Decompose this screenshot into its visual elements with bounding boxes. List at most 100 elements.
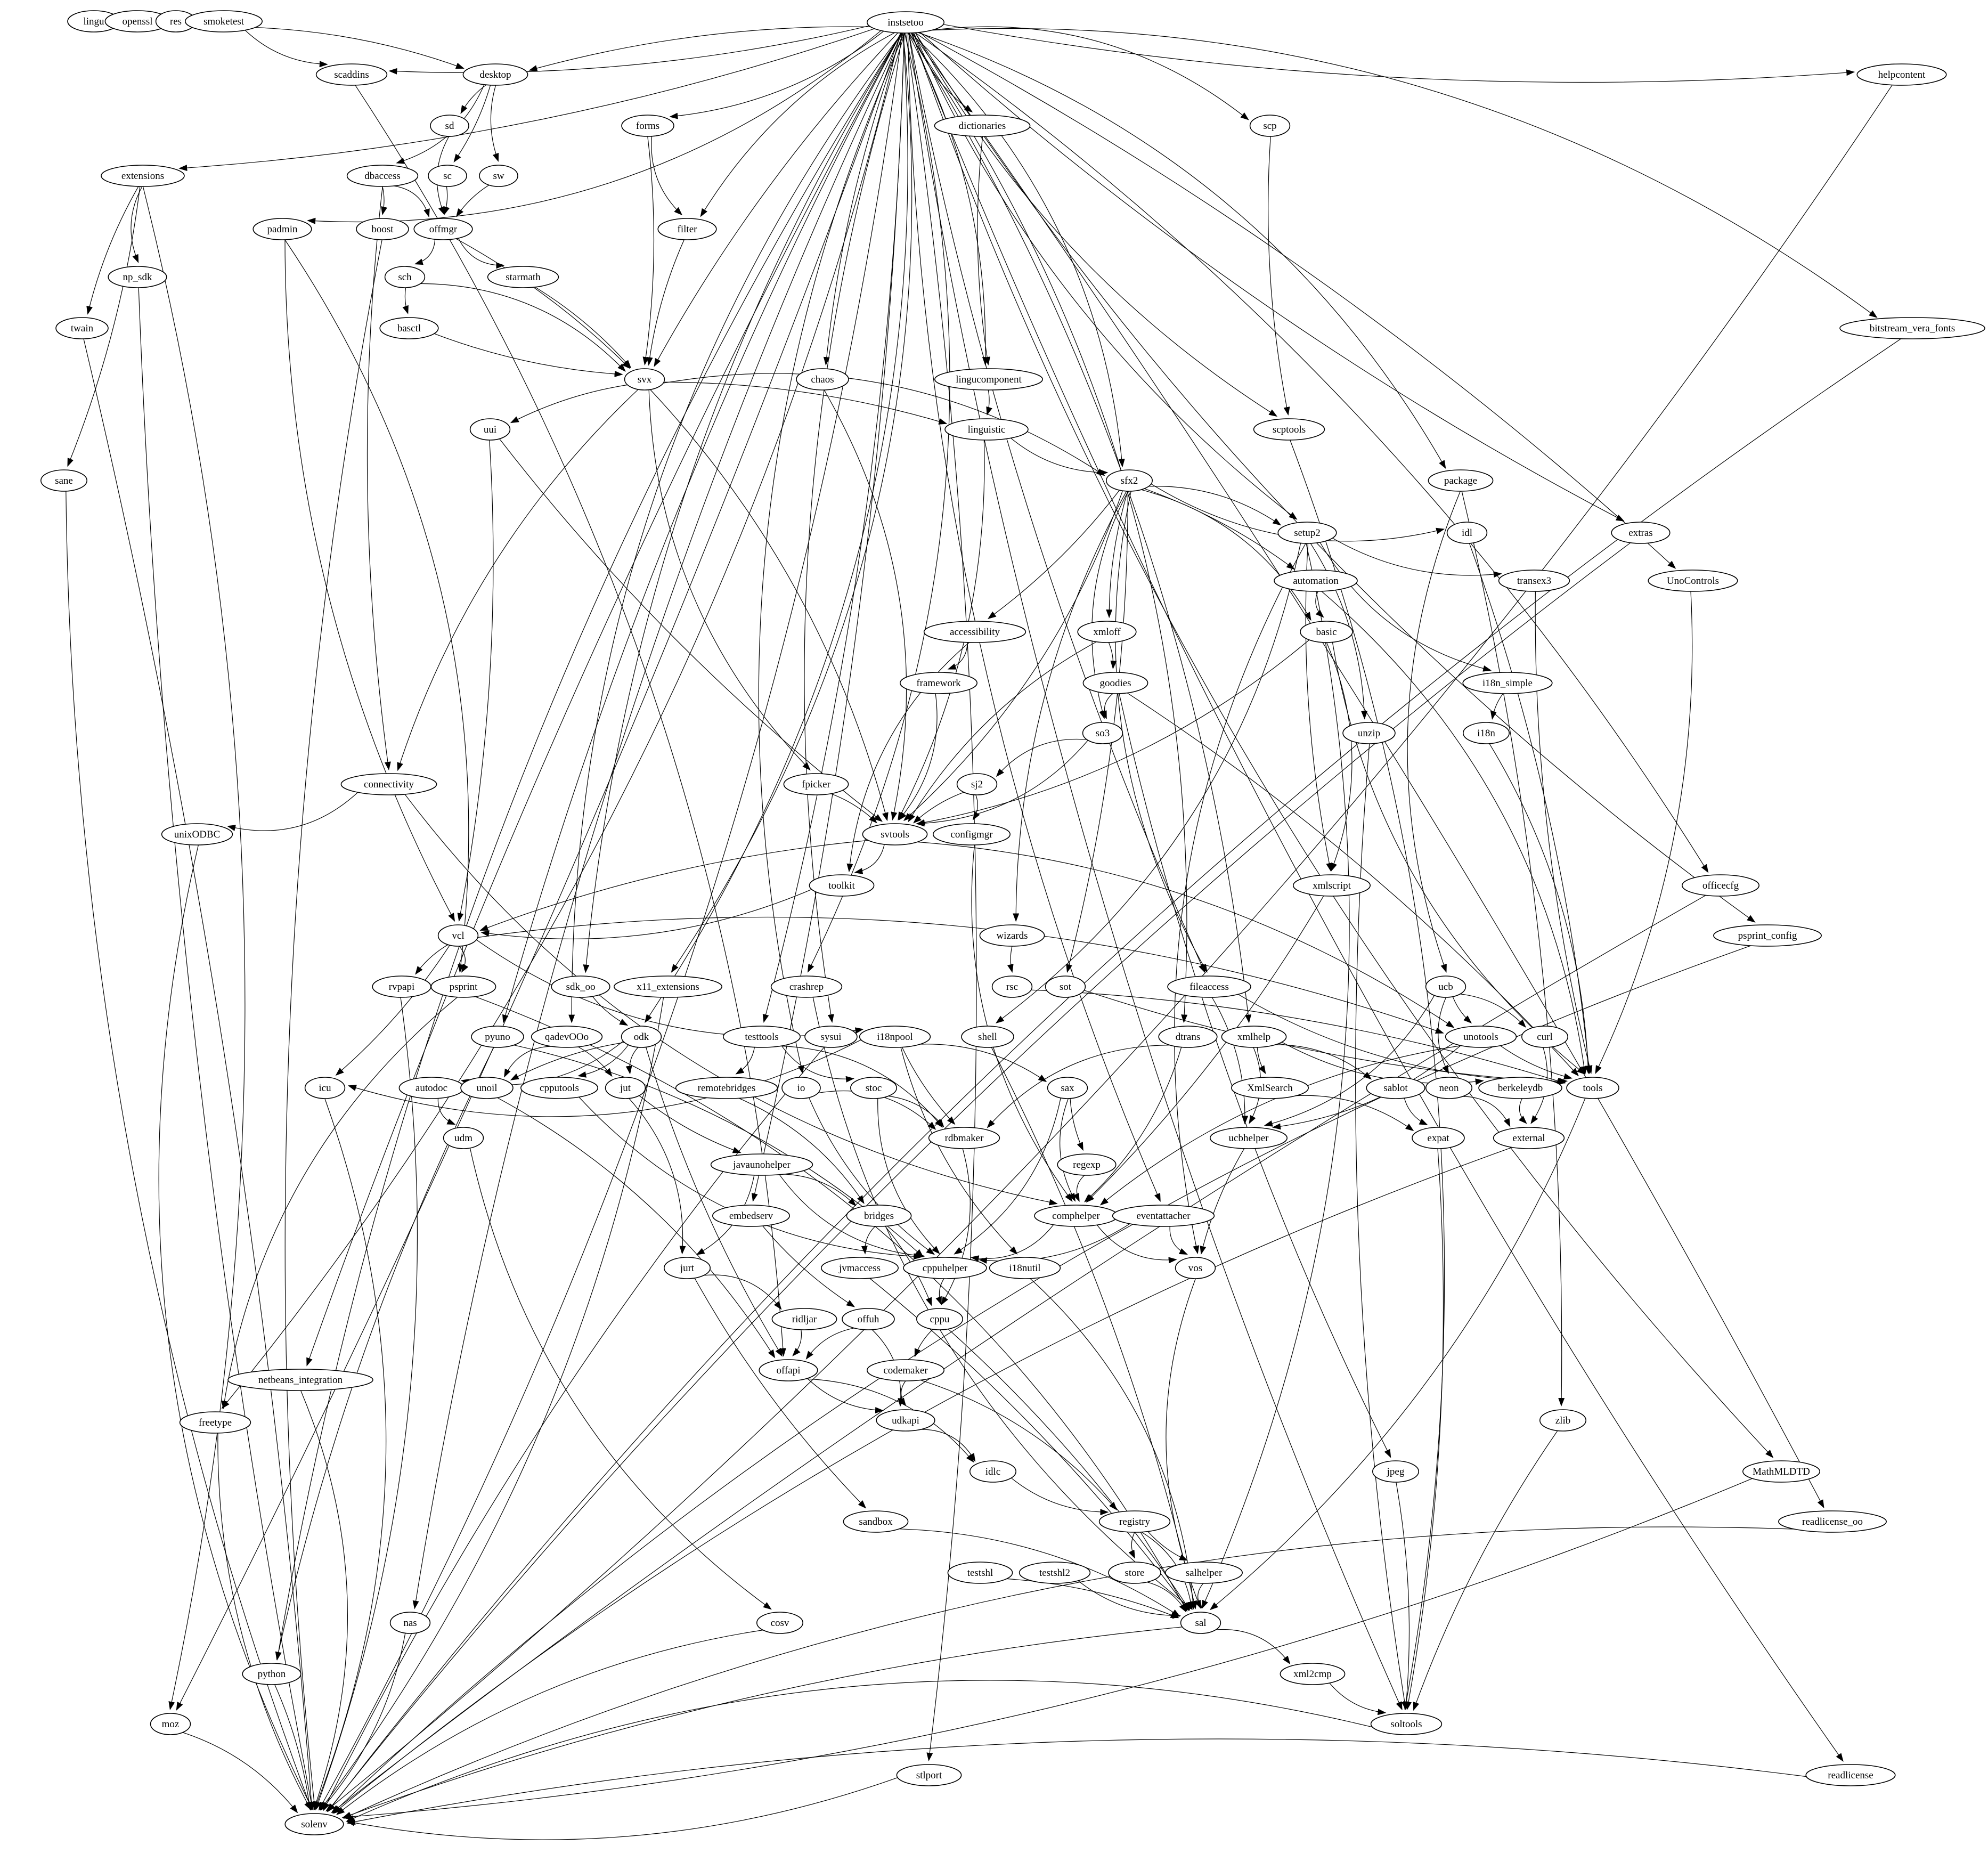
- node-starmath: starmath: [487, 266, 559, 288]
- node-unoil: unoil: [460, 1077, 514, 1099]
- edge-smoketest-scaddins: [245, 30, 328, 68]
- node-sandbox: sandbox: [843, 1510, 909, 1533]
- node-ellipse-netbeans_integration: [227, 1369, 373, 1391]
- node-label-goodies: goodies: [1099, 678, 1131, 689]
- edge-udkapi-idlc: [920, 1429, 976, 1462]
- node-label-nas: nas: [403, 1617, 417, 1629]
- edge-desktop-sc: [453, 85, 491, 163]
- node-cppu: cppu: [916, 1308, 964, 1330]
- node-ellipse-eventattacher: [1112, 1205, 1215, 1227]
- node-ellipse-dictionaries: [934, 115, 1031, 137]
- node-ellipse-jurt: [664, 1257, 711, 1279]
- node-i18nutil: i18nutil: [989, 1257, 1061, 1279]
- node-label-rvpapi: rvpapi: [389, 981, 415, 993]
- node-label-rsc: rsc: [1006, 981, 1018, 993]
- node-ellipse-cosv: [756, 1612, 804, 1634]
- edge-instsetoo-moz: [176, 32, 901, 1711]
- node-label-setup2: setup2: [1294, 527, 1321, 539]
- edge-instsetoo-fileaccess: [908, 32, 1205, 973]
- node-label-dtrans: dtrans: [1176, 1031, 1200, 1043]
- edge-automation-basic: [1315, 591, 1324, 618]
- node-ellipse-external: [1493, 1127, 1565, 1149]
- node-label-scaddins: scaddins: [334, 69, 369, 80]
- node-jurt: jurt: [664, 1257, 711, 1279]
- edge-unotools-comphelper: [1099, 1045, 1461, 1206]
- edge-regexp-comphelper: [1073, 1175, 1085, 1202]
- node-label-wizards: wizards: [996, 930, 1028, 941]
- edge-offapi-udkapi: [807, 1378, 884, 1413]
- node-label-unotools: unotools: [1463, 1031, 1498, 1043]
- edge-instsetoo-officecfg: [915, 32, 1709, 873]
- edge-cppu-codemaker: [914, 1329, 933, 1357]
- node-label-sane: sane: [55, 475, 73, 486]
- node-ellipse-testshl2: [1019, 1562, 1091, 1584]
- edge-setup2-transex3: [1332, 538, 1502, 578]
- node-tools: tools: [1566, 1077, 1619, 1099]
- edge-sfx2-automation: [1144, 488, 1296, 570]
- node-label-fpicker: fpicker: [802, 779, 830, 790]
- node-ellipse-ucbhelper: [1210, 1127, 1288, 1149]
- node-label-lingucomponent: lingucomponent: [956, 374, 1022, 385]
- node-label-io: io: [797, 1083, 805, 1094]
- node-ellipse-scptools: [1253, 418, 1325, 441]
- edge-offmgr-sch: [414, 239, 436, 265]
- node-svx: svx: [624, 368, 665, 391]
- node-i18npool: i18npool: [859, 1026, 931, 1048]
- node-label-cppuhelper: cppuhelper: [923, 1263, 968, 1274]
- node-ellipse-readlicense_oo: [1778, 1510, 1887, 1533]
- node-label-openssl: openssl: [123, 16, 153, 27]
- node-label-x11_extensions: x11_extensions: [637, 981, 699, 993]
- node-connectivity: connectivity: [340, 773, 437, 795]
- node-ellipse-vos: [1175, 1257, 1216, 1279]
- node-label-jpeg: jpeg: [1387, 1466, 1405, 1477]
- node-sysui: sysui: [804, 1026, 858, 1048]
- edge-MathMLDTD-solenv: [341, 1478, 1753, 1820]
- node-label-np_sdk: np_sdk: [123, 272, 152, 283]
- edge-cppu-sal: [948, 1329, 1191, 1611]
- node-jut: jut: [605, 1077, 646, 1099]
- node-ellipse-stoc: [850, 1077, 898, 1099]
- node-label-scptools: scptools: [1273, 424, 1306, 435]
- node-label-idl: idl: [1462, 527, 1472, 539]
- node-label-desktop: desktop: [479, 69, 511, 80]
- node-ellipse-helpcontent: [1856, 63, 1947, 86]
- node-ellipse-jvmaccess: [821, 1257, 899, 1279]
- edge-i18npool-rdbmaker: [901, 1047, 956, 1125]
- edge-UnoControls-tools: [1595, 591, 1693, 1075]
- node-ellipse-UnoControls: [1648, 570, 1738, 592]
- node-label-udm: udm: [454, 1133, 472, 1144]
- node-ellipse-zlib: [1539, 1409, 1587, 1432]
- edge-extras-solenv: [327, 542, 1631, 1812]
- node-label-transex3: transex3: [1517, 575, 1551, 587]
- edge-scptools-soltools: [1290, 440, 1445, 1710]
- edge-instsetoo-chaos: [823, 32, 903, 366]
- node-salhelper: salhelper: [1165, 1562, 1243, 1584]
- node-curl: curl: [1521, 1026, 1569, 1048]
- edge-instsetoo-scp: [932, 26, 1249, 120]
- node-ellipse-sane: [40, 469, 88, 492]
- node-label-bitstream_vera_fonts: bitstream_vera_fonts: [1870, 323, 1955, 334]
- node-fileaccess: fileaccess: [1167, 975, 1251, 998]
- node-label-unzip: unzip: [1358, 728, 1380, 739]
- node-label-instsetoo: instsetoo: [887, 17, 924, 28]
- node-ellipse-sfx2: [1106, 469, 1153, 492]
- node-label-curl: curl: [1537, 1031, 1553, 1043]
- node-UnoControls: UnoControls: [1648, 570, 1738, 592]
- edge-dictionaries-lingucomponent: [977, 136, 990, 365]
- edge-xmloff-goodies: [1108, 642, 1117, 670]
- node-label-dictionaries: dictionaries: [959, 120, 1006, 132]
- node-label-forms: forms: [636, 120, 659, 132]
- node-label-cosv: cosv: [771, 1617, 789, 1629]
- node-ellipse-io: [781, 1077, 821, 1099]
- edge-testtools-stoc: [781, 1045, 854, 1083]
- node-label-freetype: freetype: [199, 1417, 232, 1428]
- edge-sfx2-fileaccess: [1115, 491, 1208, 973]
- edge-vcl-rvpapi: [415, 944, 449, 975]
- node-desktop: desktop: [462, 63, 528, 86]
- edge-instsetoo-embedserv: [751, 32, 905, 1202]
- edge-goodies-jpeg: [1119, 693, 1391, 1458]
- edge-scaddins-offapi: [355, 85, 786, 1357]
- node-ucbhelper: ucbhelper: [1210, 1127, 1288, 1149]
- node-label-MathMLDTD: MathMLDTD: [1753, 1466, 1810, 1477]
- edge-instsetoo-python: [275, 32, 902, 1661]
